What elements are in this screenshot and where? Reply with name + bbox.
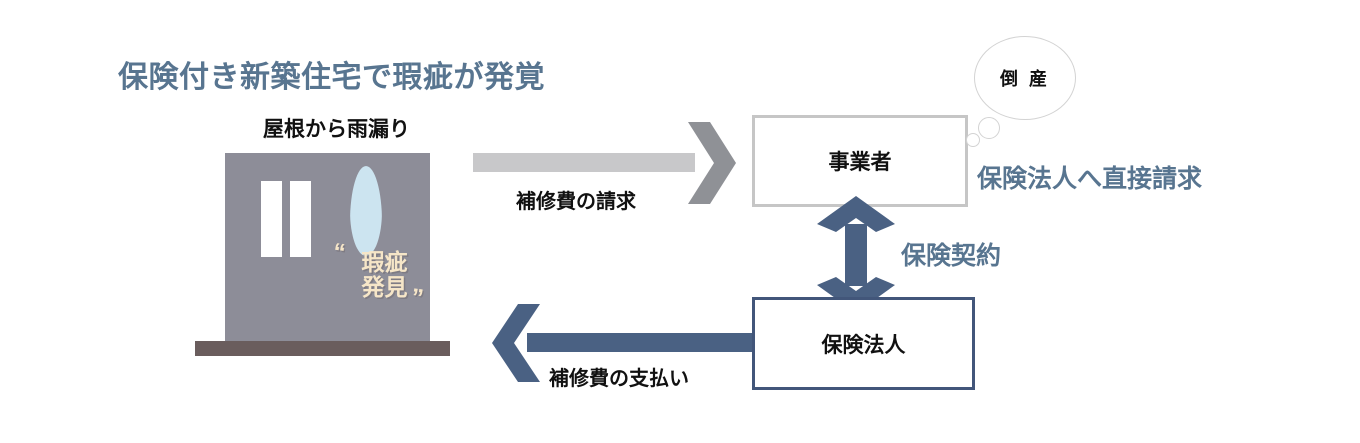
page-title: 保険付き新築住宅で瑕疵が発覚	[118, 61, 545, 94]
defect-found-line-2: 発見	[361, 273, 408, 300]
node-insurer-label: 保険法人	[821, 333, 906, 357]
repair-payment-arrow-head-icon	[487, 304, 540, 382]
repair-payment-arrow-label: 補修費の支払い	[549, 368, 689, 390]
repair-claim-arrow-bar	[473, 153, 695, 172]
window-left-icon	[261, 181, 282, 257]
insurance-contract-arrow-bar	[845, 224, 867, 286]
direct-claim-annotation: 保険法人へ直接請求	[977, 165, 1203, 193]
node-insurer[interactable]: 保険法人	[752, 297, 975, 390]
bankruptcy-label: 倒 産	[999, 69, 1050, 89]
node-contractor-label: 事業者	[828, 151, 892, 174]
thought-bubble-dot-large	[978, 117, 1000, 139]
defect-found-label: 瑕疵 発見	[337, 250, 432, 300]
defect-found-line-1: 瑕疵	[361, 249, 408, 275]
insurance-contract-label: 保険契約	[901, 242, 1002, 270]
node-contractor[interactable]: 事業者	[752, 115, 968, 207]
bankruptcy-thought-bubble: 倒 産	[974, 36, 1076, 120]
thought-bubble-dot-small	[966, 133, 980, 147]
house-illustration: “ „ 瑕疵 発見	[225, 153, 430, 345]
insurance-contract-arrow-head-up-icon	[817, 196, 895, 232]
window-right-icon	[290, 181, 311, 257]
insurance-contract-arrow-head-down-icon	[817, 277, 895, 313]
water-droplet-icon	[350, 166, 382, 256]
ground-bar	[195, 341, 450, 356]
repair-claim-arrow-head-icon	[688, 122, 743, 204]
repair-payment-arrow-bar	[527, 333, 752, 352]
building-caption: 屋根から雨漏り	[263, 118, 410, 141]
repair-claim-arrow-label: 補修費の請求	[516, 191, 636, 213]
